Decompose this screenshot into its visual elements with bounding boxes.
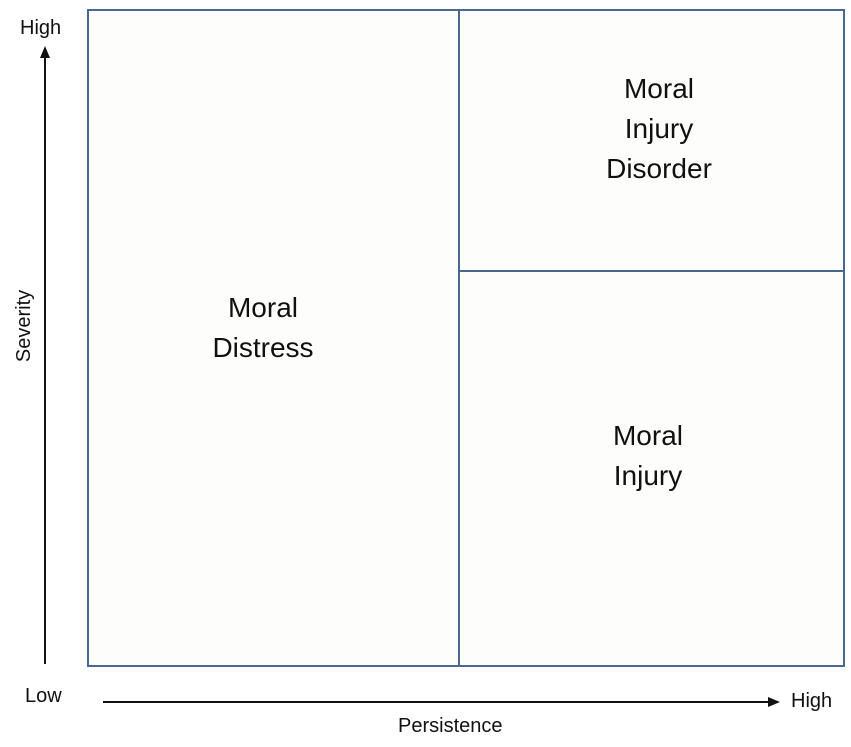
- moral-injury-line-1: Moral: [612, 420, 683, 451]
- x-axis-high-label: High: [791, 690, 833, 712]
- outer-frame: [87, 9, 845, 667]
- moral-injury-disorder-line-2: Injury: [624, 113, 694, 144]
- x-axis-title: Persistence: [398, 715, 503, 737]
- moral-injury-disorder-line-3: Disorder: [606, 153, 712, 184]
- y-axis-title: Severity: [13, 289, 36, 363]
- y-axis-low-label: Low: [25, 685, 62, 707]
- moral-distress-line-1: Moral: [227, 292, 298, 323]
- moral-injury-line-2: Injury: [613, 460, 683, 491]
- moral-injury-disorder-line-1: Moral: [623, 73, 694, 104]
- y-axis-high-label: High: [20, 17, 62, 39]
- moral-distress-label: Moral Distress: [173, 288, 353, 368]
- moral-injury-disorder-label: Moral Injury Disorder: [569, 69, 749, 189]
- moral-injury-label: Moral Injury: [558, 416, 738, 496]
- moral-distress-line-2: Distress: [212, 332, 314, 363]
